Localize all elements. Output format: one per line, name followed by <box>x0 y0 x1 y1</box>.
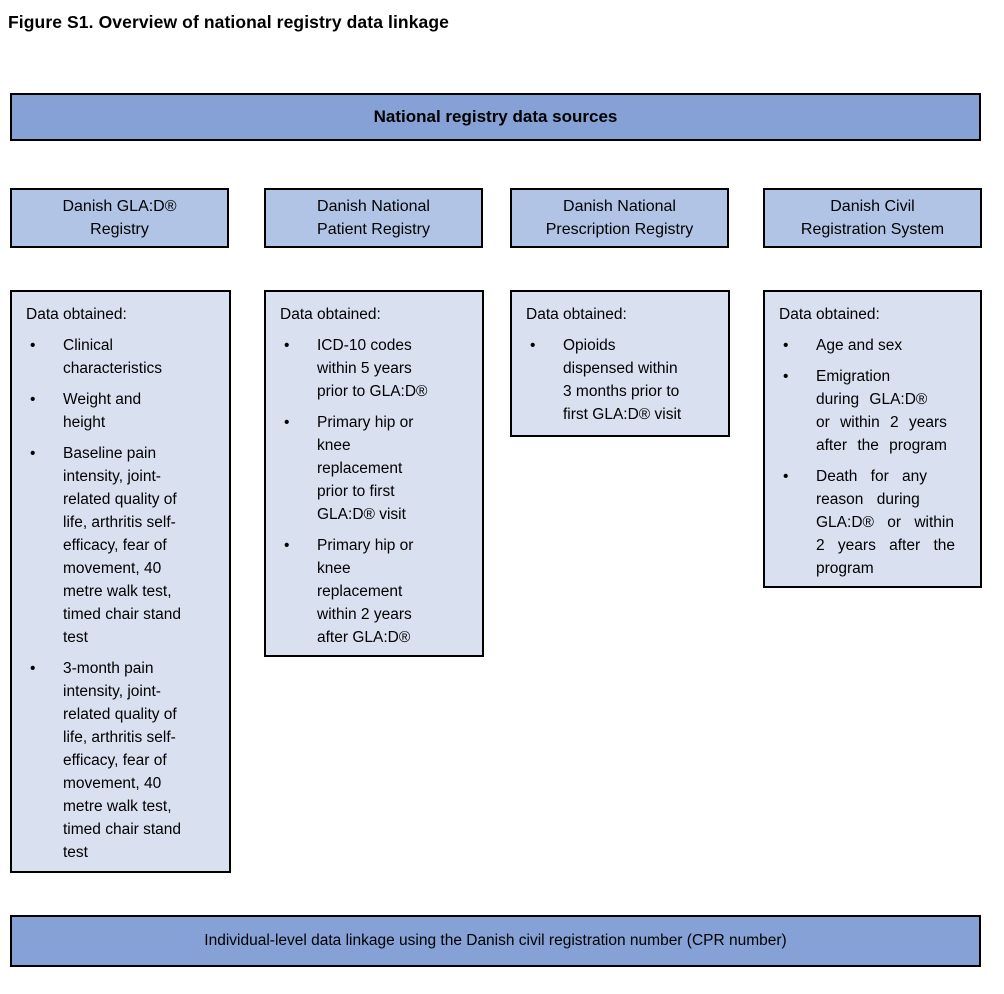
registry-name: Danish National Prescription Registry <box>545 198 694 238</box>
footer-label: Individual-level data linkage using the … <box>204 932 787 949</box>
registry-name: Danish Civil Registration System <box>800 198 945 238</box>
figure-title: Figure S1. Overview of national registry… <box>8 12 449 32</box>
bullet-list: Opioids dispensed within 3 months prior … <box>526 334 722 426</box>
header-box: National registry data sources <box>10 93 981 141</box>
bullet-item: Baseline pain intensity, joint- related … <box>26 442 223 649</box>
bullet-list: Clinical characteristics Weight and heig… <box>26 334 223 864</box>
data-box-prescription: Data obtained: Opioids dispensed within … <box>510 290 730 437</box>
registry-name: Danish GLA:D® Registry <box>62 198 177 238</box>
data-obtained-heading: Data obtained: <box>779 306 880 323</box>
registry-name-box-glad: Danish GLA:D® Registry <box>10 188 229 248</box>
registry-name-box-patient: Danish National Patient Registry <box>264 188 483 248</box>
registry-name-box-prescription: Danish National Prescription Registry <box>510 188 729 248</box>
footer-box: Individual-level data linkage using the … <box>10 915 981 967</box>
data-obtained-heading: Data obtained: <box>26 306 127 323</box>
data-obtained-heading: Data obtained: <box>526 306 627 323</box>
registry-name: Danish National Patient Registry <box>317 198 430 238</box>
bullet-item: Clinical characteristics <box>26 334 223 380</box>
bullet-item: ICD-10 codes within 5 years prior to GLA… <box>280 334 476 403</box>
data-box-patient: Data obtained: ICD-10 codes within 5 yea… <box>264 290 484 657</box>
registry-name-box-civil: Danish Civil Registration System <box>763 188 982 248</box>
bullet-item: Primary hip or knee replacement within 2… <box>280 534 476 649</box>
data-box-civil: Data obtained: Age and sex Emigration du… <box>763 290 982 588</box>
bullet-item: 3-month pain intensity, joint- related q… <box>26 657 223 864</box>
bullet-list: ICD-10 codes within 5 years prior to GLA… <box>280 334 476 649</box>
bullet-item: Death for any reason during GLA:D® or wi… <box>779 465 974 580</box>
bullet-item: Age and sex <box>779 334 974 357</box>
bullet-item: Weight and height <box>26 388 223 434</box>
data-obtained-heading: Data obtained: <box>280 306 381 323</box>
bullet-item: Primary hip or knee replacement prior to… <box>280 411 476 526</box>
header-label: National registry data sources <box>373 107 618 126</box>
bullet-item: Opioids dispensed within 3 months prior … <box>526 334 722 426</box>
bullet-item: Emigration during GLA:D® or within 2 yea… <box>779 365 974 457</box>
bullet-list: Age and sex Emigration during GLA:D® or … <box>779 334 974 580</box>
data-box-glad: Data obtained: Clinical characteristics … <box>10 290 231 873</box>
